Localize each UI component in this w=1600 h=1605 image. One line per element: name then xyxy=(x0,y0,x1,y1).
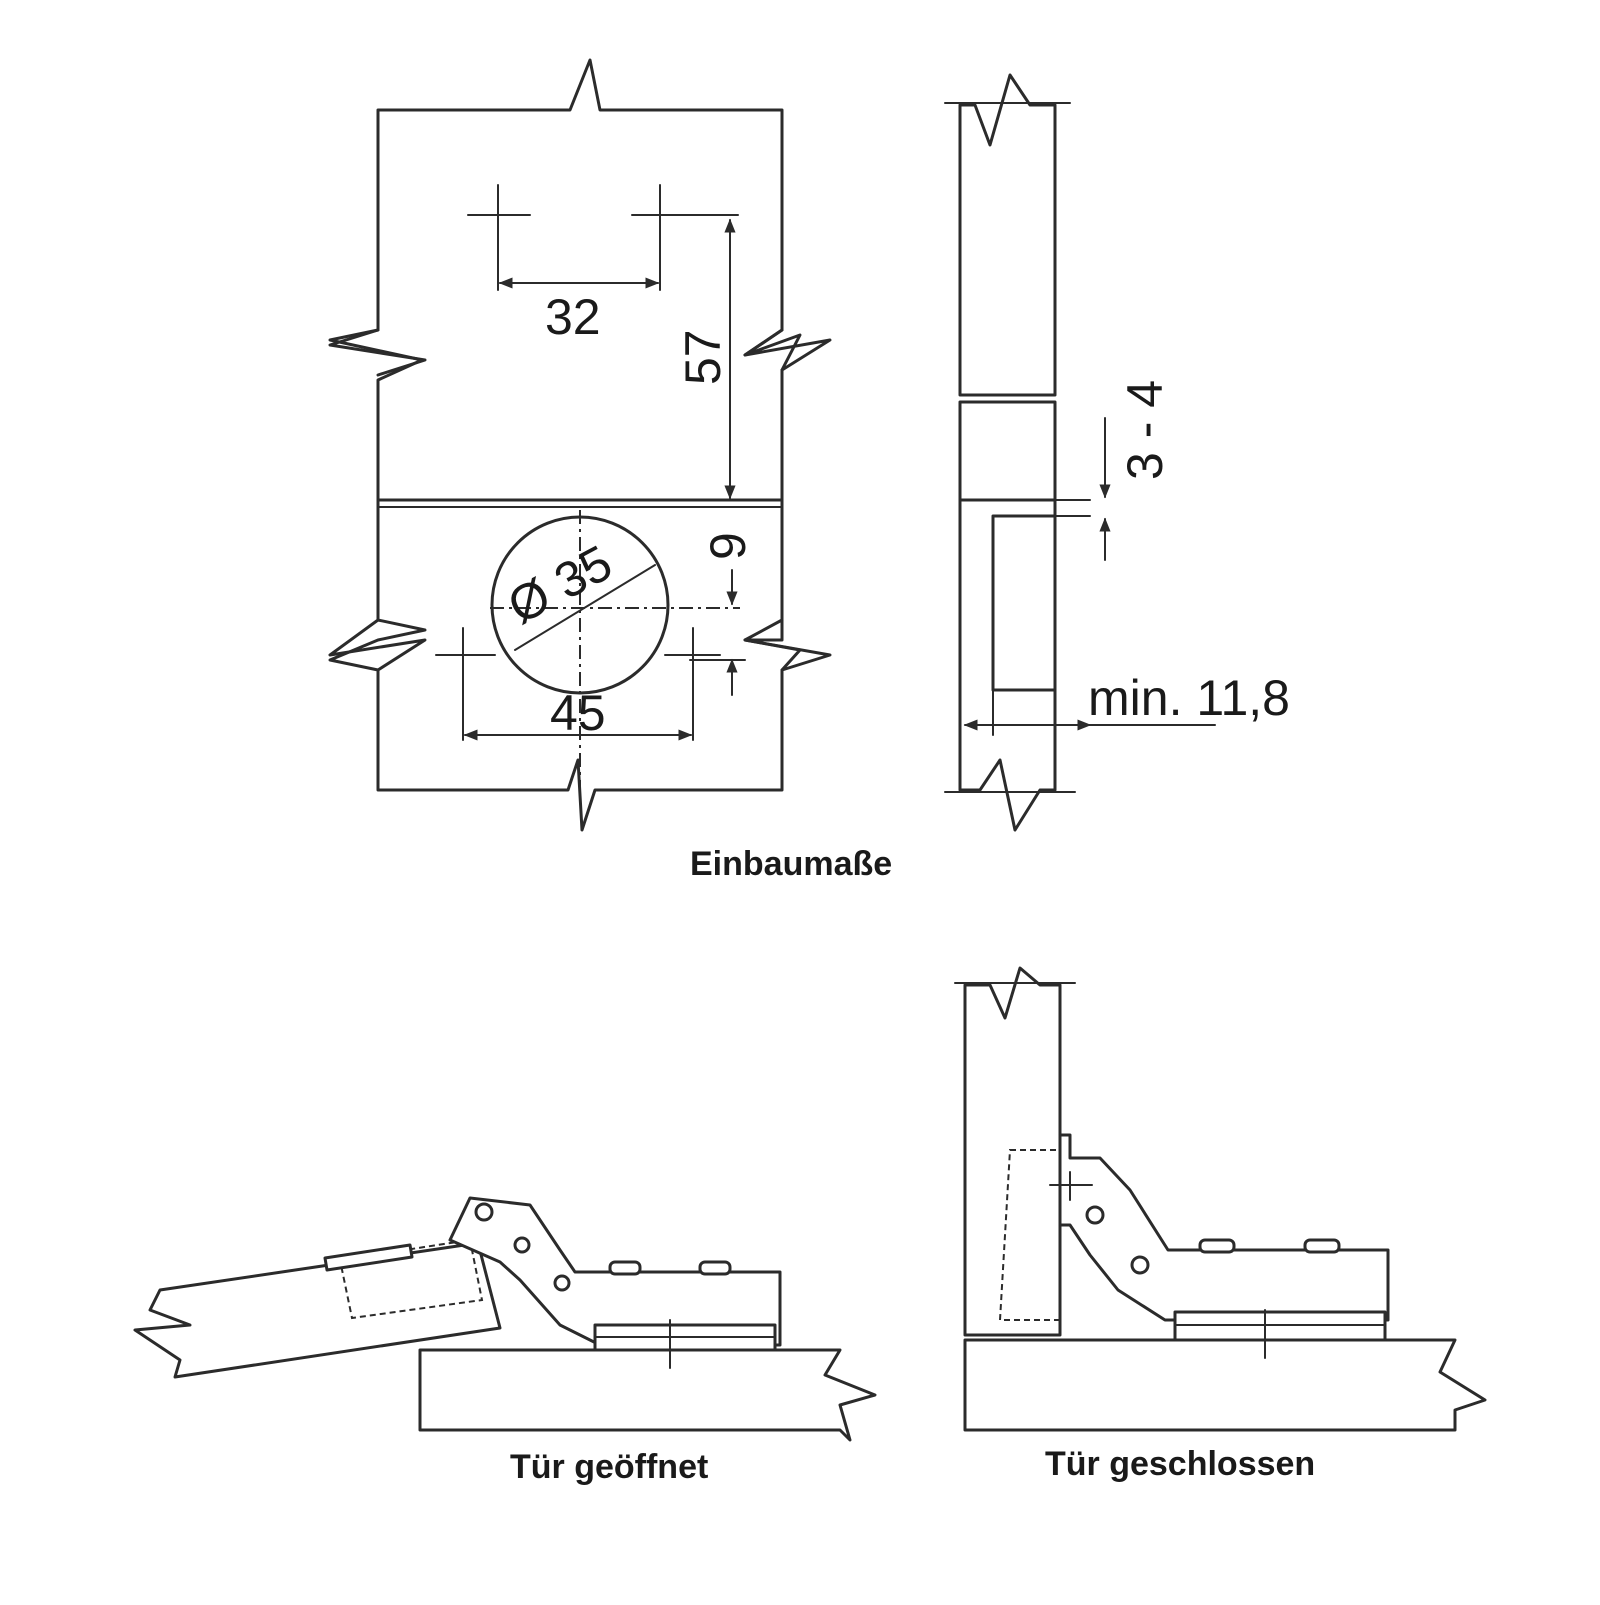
cup-outline-open xyxy=(338,1238,484,1320)
door-outline xyxy=(328,58,802,832)
door-open-caption: Tür geöffnet xyxy=(510,1448,708,1486)
screw-head-closed-1 xyxy=(1198,1238,1236,1254)
pivot-open-3 xyxy=(553,1274,571,1292)
pivot-closed-1 xyxy=(1085,1205,1105,1225)
dim-label-3-4: 3 - 4 xyxy=(1117,380,1173,480)
door-open-view: Tür geöffnet xyxy=(133,1196,877,1486)
front-view: 32 57 Ø 35 9 45 xyxy=(328,58,832,832)
lower-hole-marks xyxy=(435,627,721,741)
diameter-line xyxy=(514,564,656,651)
side-view: 3 - 4 min. 11,8 Einbaumaße xyxy=(690,73,1290,883)
break-mark-left-top xyxy=(328,328,427,377)
cabinet-side-top xyxy=(958,73,1057,397)
dim-label-45: 45 xyxy=(550,685,606,741)
dim-label-9: 9 xyxy=(700,532,756,560)
door-closed-view: Tür geschlossen xyxy=(954,966,1487,1483)
cabinet-side-closed xyxy=(963,966,1062,1337)
cup-flange-open xyxy=(323,1243,414,1272)
dim-label-57: 57 xyxy=(675,329,731,385)
dim-label-32: 32 xyxy=(545,289,601,345)
screw-head-closed-2 xyxy=(1303,1238,1341,1254)
hinge-cup-section xyxy=(991,514,1057,692)
door-lower-body xyxy=(958,498,1057,832)
pivot-closed-2 xyxy=(1130,1255,1150,1275)
cabinet-panel-closed xyxy=(963,1338,1487,1432)
screw-head-open-2 xyxy=(698,1260,732,1276)
pivot-open-1 xyxy=(474,1202,494,1222)
cup-outline-closed xyxy=(998,1149,1061,1321)
install-caption: Einbaumaße xyxy=(690,845,892,883)
cabinet-panel-open xyxy=(418,1348,877,1442)
door-closed-caption: Tür geschlossen xyxy=(1045,1445,1315,1483)
screw-head-open-1 xyxy=(608,1260,642,1276)
break-mark-left-bottom xyxy=(328,618,427,672)
hinge-arm-closed xyxy=(1058,1133,1390,1322)
break-mark-right-top xyxy=(743,328,832,372)
break-mark-right-bottom xyxy=(743,618,832,672)
dim-label-min: min. 11,8 xyxy=(1088,670,1290,726)
door-section xyxy=(958,400,1057,502)
mounting-holes xyxy=(467,184,739,291)
hinge-arm-open xyxy=(448,1196,782,1347)
dim-label-diameter: Ø 35 xyxy=(499,534,621,634)
pivot-open-2 xyxy=(513,1236,531,1254)
door-panel-open xyxy=(133,1241,502,1379)
